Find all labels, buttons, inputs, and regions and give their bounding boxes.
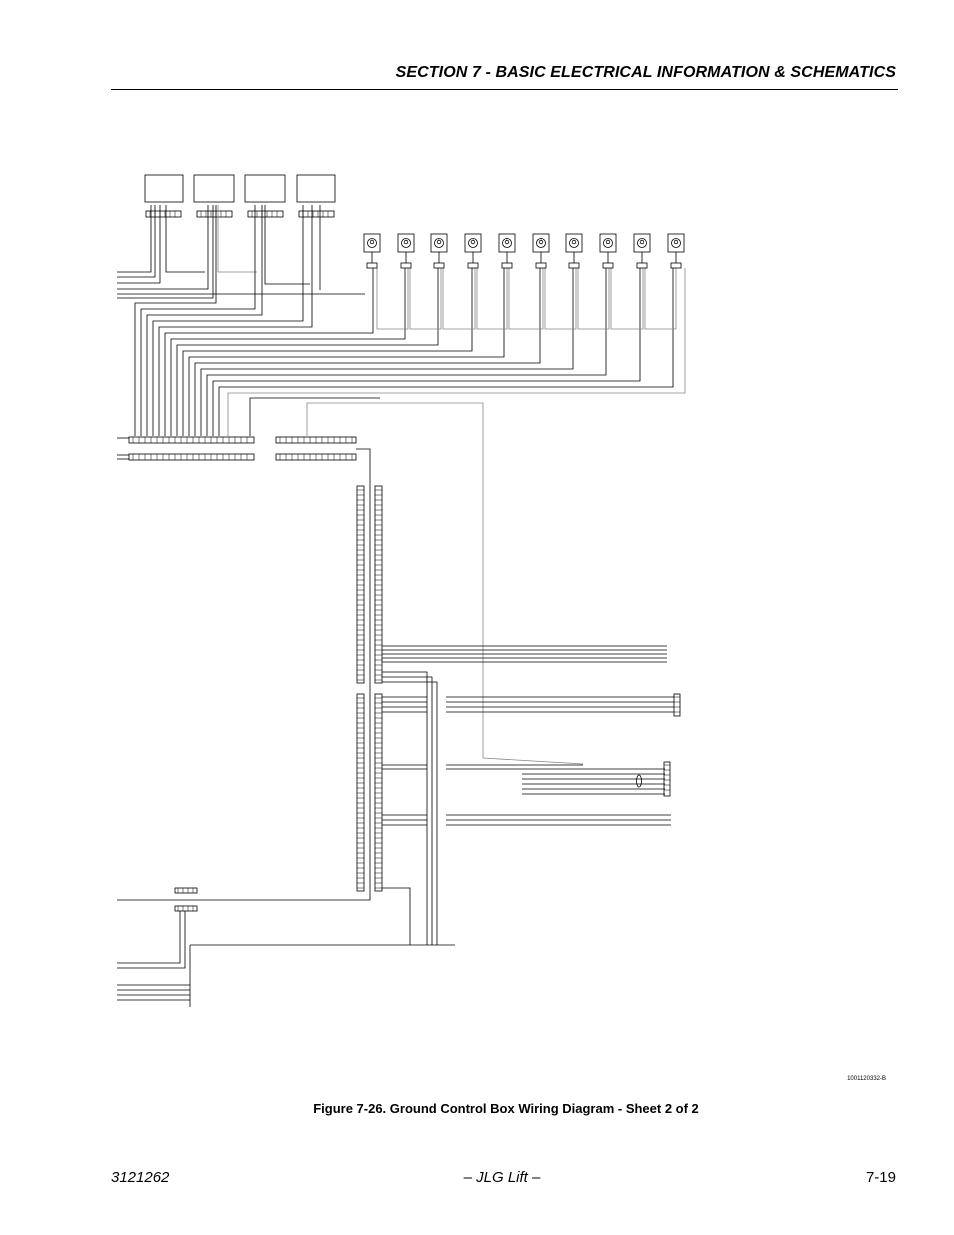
small-connector-group [117,887,198,1001]
section-title: SECTION 7 - BASIC ELECTRICAL INFORMATION… [395,64,896,81]
publisher-name: – JLG Lift – [463,1169,541,1186]
indicator-lamp [532,233,550,269]
indicator-lamp [397,233,415,269]
terminal-block-group [117,448,383,901]
indicator-lamp [464,233,482,269]
drawing-number: 1001120332-B [847,1076,886,1082]
indicator-lamp [667,233,685,269]
figure-caption: Figure 7-26. Ground Control Box Wiring D… [313,1101,699,1116]
indicator-lamp [430,233,448,269]
indicator-lamp [363,233,381,269]
switch-connector-group [145,210,335,218]
document-number: 3121262 [111,1169,170,1186]
page-number: 7-19 [865,1169,896,1186]
switch-module-group [144,174,336,203]
indicator-lamp [498,233,516,269]
indicator-lamp [565,233,583,269]
indicator-lamp [633,233,651,269]
header-rule [111,89,898,90]
indicator-lamp [599,233,617,269]
terminal-strip-group [117,436,357,461]
